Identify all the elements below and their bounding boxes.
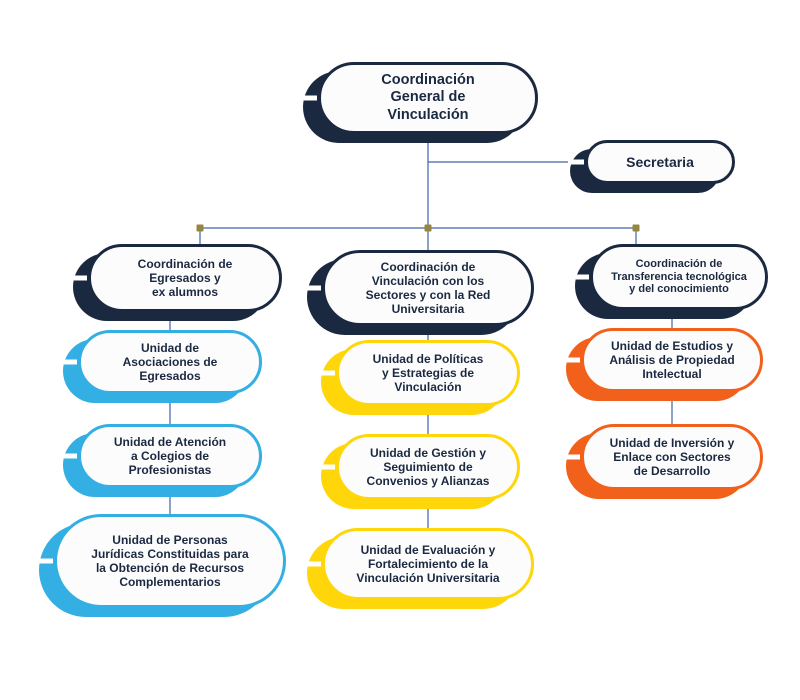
node-notch bbox=[71, 275, 87, 281]
node-label: Unidad de Atención a Colegios de Profesi… bbox=[113, 434, 227, 478]
node-label: Unidad de Estudios y Análisis de Propied… bbox=[609, 338, 735, 382]
node-pill: Unidad de Asociaciones de Egresados bbox=[78, 330, 262, 394]
node-pill: Unidad de Gestión y Seguimiento de Conve… bbox=[336, 434, 520, 500]
node-pill: Unidad de Atención a Colegios de Profesi… bbox=[78, 424, 262, 488]
node-label: Coordinación General de Vinculación bbox=[381, 72, 475, 123]
node-label: Unidad de Gestión y Seguimiento de Conve… bbox=[366, 445, 490, 489]
node-pill: Unidad de Inversión y Enlace con Sectore… bbox=[581, 424, 763, 490]
junction-dot bbox=[632, 224, 640, 232]
node-notch bbox=[573, 274, 589, 280]
node-label: Unidad de Políticas y Estrategias de Vin… bbox=[372, 351, 484, 395]
node-pill: Coordinación de Egresados y ex alumnos bbox=[88, 244, 282, 312]
node-label: Unidad de Evaluación y Fortalecimiento d… bbox=[356, 542, 500, 586]
node-notch bbox=[564, 454, 580, 460]
node-label: Secretaria bbox=[626, 153, 694, 170]
node-unidad-atencion: Unidad de Atención a Colegios de Profesi… bbox=[61, 424, 262, 497]
node-label: Coordinación de Transferencia tecnológic… bbox=[611, 257, 747, 296]
node-label: Unidad de Asociaciones de Egresados bbox=[122, 340, 218, 384]
node-coordinacion-sectores: Coordinación de Vinculación con los Sect… bbox=[305, 250, 534, 335]
junction-dot bbox=[424, 224, 432, 232]
node-label: Unidad de Inversión y Enlace con Sectore… bbox=[609, 435, 735, 479]
node-coordinacion-egresados: Coordinación de Egresados y ex alumnos bbox=[71, 244, 282, 321]
node-unidad-evaluacion: Unidad de Evaluación y Fortalecimiento d… bbox=[305, 528, 534, 609]
node-pill: Unidad de Estudios y Análisis de Propied… bbox=[581, 328, 763, 392]
node-unidad-personas-juridicas: Unidad de Personas Jurídicas Constituida… bbox=[37, 514, 286, 617]
node-pill: Unidad de Personas Jurídicas Constituida… bbox=[54, 514, 286, 608]
node-label: Unidad de Personas Jurídicas Constituida… bbox=[91, 532, 249, 590]
node-notch bbox=[301, 95, 317, 101]
node-pill: Secretaria bbox=[585, 140, 735, 184]
node-notch bbox=[319, 464, 335, 470]
node-coordinacion-general: Coordinación General de Vinculación bbox=[301, 62, 538, 143]
node-notch bbox=[305, 285, 321, 291]
node-unidad-estudios: Unidad de Estudios y Análisis de Propied… bbox=[564, 328, 763, 401]
node-coordinacion-transferencia: Coordinación de Transferencia tecnológic… bbox=[573, 244, 768, 319]
node-pill: Unidad de Políticas y Estrategias de Vin… bbox=[336, 340, 520, 406]
node-unidad-inversion: Unidad de Inversión y Enlace con Sectore… bbox=[564, 424, 763, 499]
node-notch bbox=[305, 561, 321, 567]
node-notch bbox=[61, 453, 77, 459]
node-unidad-politicas: Unidad de Políticas y Estrategias de Vin… bbox=[319, 340, 520, 415]
node-label: Coordinación de Egresados y ex alumnos bbox=[137, 256, 233, 300]
node-notch bbox=[319, 370, 335, 376]
node-secretaria: Secretaria bbox=[568, 140, 735, 193]
node-pill: Coordinación de Vinculación con los Sect… bbox=[322, 250, 534, 326]
node-unidad-gestion: Unidad de Gestión y Seguimiento de Conve… bbox=[319, 434, 520, 509]
node-label: Coordinación de Vinculación con los Sect… bbox=[365, 259, 491, 317]
node-pill: Coordinación General de Vinculación bbox=[318, 62, 538, 134]
node-unidad-asociaciones: Unidad de Asociaciones de Egresados bbox=[61, 330, 262, 403]
node-notch bbox=[61, 359, 77, 365]
node-notch bbox=[37, 558, 53, 564]
junction-dot bbox=[196, 224, 204, 232]
node-notch bbox=[568, 159, 584, 165]
node-notch bbox=[564, 357, 580, 363]
node-pill: Unidad de Evaluación y Fortalecimiento d… bbox=[322, 528, 534, 600]
node-pill: Coordinación de Transferencia tecnológic… bbox=[590, 244, 768, 310]
